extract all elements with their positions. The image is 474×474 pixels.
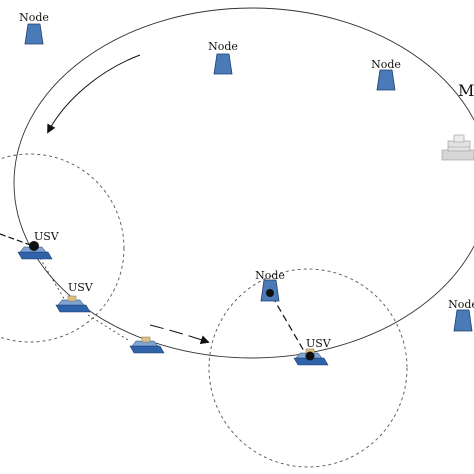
- direction-arrow-bottom: [149, 324, 210, 344]
- node-label: Node: [371, 58, 401, 71]
- node-tower-icon: [376, 69, 396, 91]
- link-usv-chain: [39, 257, 67, 303]
- node-1[interactable]: Node: [19, 11, 49, 45]
- usv-4[interactable]: USV: [293, 337, 332, 366]
- node-3[interactable]: Node: [371, 58, 401, 91]
- link-center-node: [271, 295, 309, 359]
- link-usv-chain-2: [87, 314, 129, 341]
- usv-2[interactable]: USV: [55, 281, 94, 313]
- usv-marker-dot: [305, 351, 315, 361]
- node-marker-dot: [266, 289, 274, 297]
- mothership[interactable]: M: [441, 81, 474, 161]
- node-tower-icon: [24, 23, 44, 45]
- usv-label: USV: [306, 337, 332, 350]
- usv-3[interactable]: [129, 336, 165, 354]
- node-2[interactable]: Node: [208, 40, 238, 75]
- coverage-circle-center: [208, 268, 408, 468]
- node-label: Node: [448, 298, 474, 311]
- node-label: Node: [255, 269, 285, 282]
- mothership-label: M: [458, 81, 474, 100]
- node-4[interactable]: Node: [255, 269, 285, 302]
- node-tower-icon: [453, 309, 473, 332]
- usv-label: USV: [34, 230, 60, 243]
- mothership-icon: [441, 134, 474, 161]
- node-label: Node: [19, 11, 49, 24]
- node-5[interactable]: Node: [448, 298, 474, 332]
- direction-arrow-top-left: [47, 54, 141, 134]
- usv-1[interactable]: USV: [17, 230, 60, 260]
- usv-boat-icon: [55, 295, 91, 313]
- node-tower-icon: [213, 53, 233, 75]
- usv-boat-icon: [129, 336, 165, 354]
- usv-marker-dot: [29, 241, 39, 251]
- node-label: Node: [208, 40, 238, 53]
- usv-label: USV: [68, 281, 94, 294]
- coverage-circle-left: [0, 153, 125, 343]
- patrol-route-ellipse: [13, 7, 474, 359]
